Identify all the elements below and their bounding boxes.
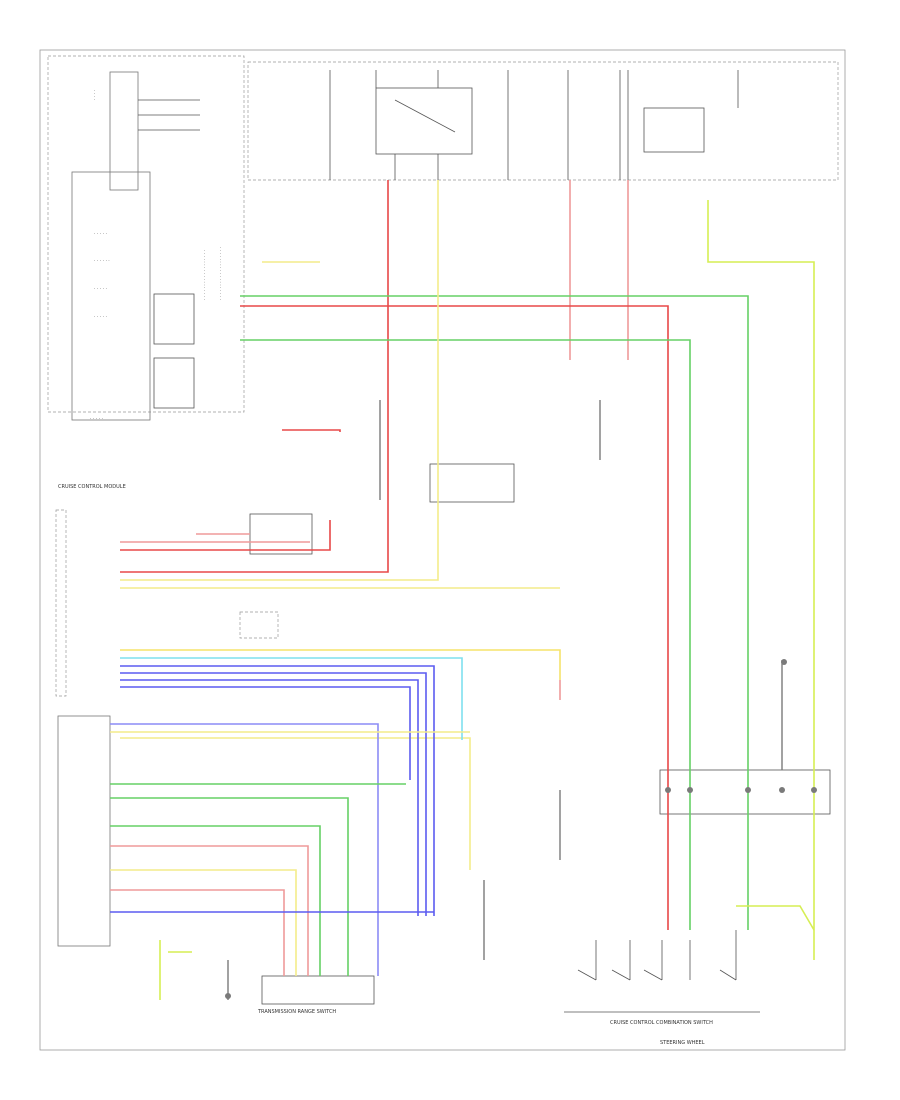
label-steering-wheel: STEERING WHEEL bbox=[660, 1040, 705, 1046]
svg-text:· · · · ·: · · · · · bbox=[94, 287, 107, 292]
gray-leads bbox=[227, 400, 783, 1000]
transmission-range-switch-box bbox=[261, 975, 375, 1005]
label-transmission-range-switch: TRANSMISSION RANGE SWITCH bbox=[257, 1009, 336, 1015]
svg-text:· · · ·: · · · · bbox=[93, 90, 98, 100]
top-left-module-block: · · · · · · · · · · · · · · · · · · · · … bbox=[47, 55, 245, 422]
wire-blue-4 bbox=[120, 686, 411, 780]
engine-control-module-box bbox=[57, 715, 111, 947]
wires bbox=[110, 180, 815, 1000]
relay-box-small bbox=[249, 513, 313, 555]
connector-marks bbox=[225, 659, 817, 999]
svg-text:· · · · · · · · · · · · · · ·: · · · · · · · · · · · · · · · · · · · bbox=[219, 247, 224, 300]
wire-green-4 bbox=[110, 797, 349, 976]
wire-red-1 bbox=[120, 180, 389, 573]
wire-blue-3 bbox=[120, 679, 419, 916]
label-cruise-control-module: CRUISE CONTROL MODULE bbox=[58, 484, 126, 490]
wire-pink-6 bbox=[110, 889, 285, 976]
wire-red-2 bbox=[240, 305, 669, 930]
wire-blue-5 bbox=[110, 723, 379, 976]
wire-green-1 bbox=[240, 295, 749, 930]
wire-red-4 bbox=[120, 520, 331, 551]
wire-blue-2 bbox=[120, 672, 427, 916]
svg-text:· · · · ·: · · · · · bbox=[90, 417, 103, 422]
wire-pink-5 bbox=[110, 845, 309, 976]
wire-yellow-green-1 bbox=[707, 200, 815, 960]
svg-text:· · · · ·: · · · · · bbox=[94, 232, 107, 237]
wire-yellow-3 bbox=[120, 649, 561, 680]
label-combination-switch: CRUISE CONTROL COMBINATION SWITCH bbox=[610, 1020, 713, 1026]
cruise-control-module-box bbox=[55, 509, 67, 697]
fuse-relay-box bbox=[247, 61, 839, 181]
cable-reel-box bbox=[659, 769, 831, 815]
svg-text:· · · · · · · · · · · · · · ·: · · · · · · · · · · · · · · · · · · bbox=[203, 250, 208, 300]
wire-green-2 bbox=[240, 339, 691, 930]
connector-box bbox=[239, 611, 279, 639]
combination-switch-group bbox=[564, 930, 760, 1013]
wire-yellow-4 bbox=[120, 737, 471, 870]
svg-text:· · · · ·: · · · · · bbox=[94, 315, 107, 320]
wire-blue-1 bbox=[120, 665, 435, 916]
diagram-border bbox=[39, 49, 846, 1051]
wire-red-3 bbox=[282, 429, 341, 432]
brake-light-switch-box bbox=[429, 463, 515, 503]
wire-yellow-1 bbox=[120, 180, 439, 581]
wire-cyan-1 bbox=[120, 657, 463, 740]
svg-text:· · · · · ·: · · · · · · bbox=[94, 259, 110, 264]
wire-yellow-6 bbox=[110, 869, 297, 976]
wire-green-5 bbox=[110, 825, 321, 976]
wire-yellow-green-2 bbox=[736, 905, 815, 931]
